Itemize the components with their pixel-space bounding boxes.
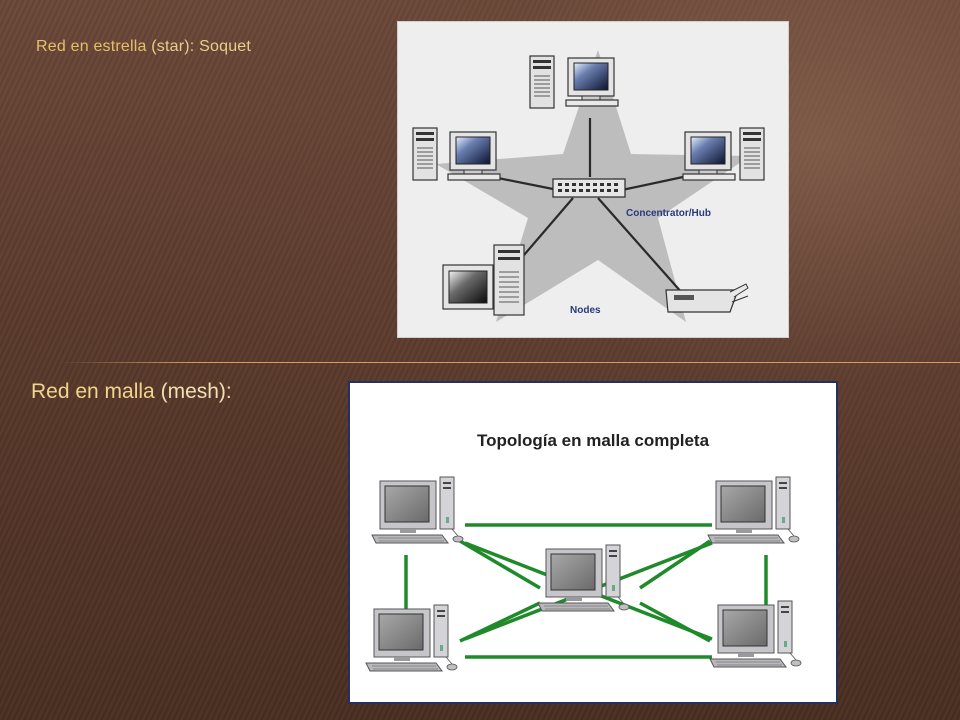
mesh-heading: Red en malla (mesh): [31, 380, 232, 404]
mesh-computer-bottom-left-icon [365, 604, 458, 672]
star-topology-diagram: Concentrator/Hub Nodes [412, 50, 765, 322]
hub-icon [552, 178, 626, 198]
workstation-top-icon [529, 55, 619, 109]
star-cables [492, 118, 684, 295]
star-heading-paren: (star): [151, 38, 195, 55]
mesh-topology-diagram: Topología en malla completa [365, 431, 802, 672]
divider-line [60, 362, 960, 363]
printer-icon [665, 283, 749, 313]
mesh-title: Topología en malla completa [477, 431, 710, 450]
mesh-computer-bottom-right-icon [709, 600, 802, 668]
star-heading-bold: Red en estrella [36, 38, 147, 55]
hub-label: Concentrator/Hub [626, 208, 711, 219]
mesh-computer-top-right-icon [707, 476, 800, 544]
mesh-heading-bold: Red en malla [31, 380, 155, 403]
nodes-label: Nodes [570, 305, 601, 316]
mesh-topology-figure: Topología en malla completa [348, 381, 838, 704]
star-topology-figure: Concentrator/Hub Nodes [398, 22, 788, 337]
mesh-computer-top-left-icon [371, 476, 464, 544]
star-heading-suffix: Soquet [199, 38, 252, 55]
mesh-heading-paren: (mesh): [160, 380, 232, 403]
workstation-bottom-icon [442, 244, 525, 316]
star-heading: Red en estrella (star): Soquet [36, 38, 251, 56]
